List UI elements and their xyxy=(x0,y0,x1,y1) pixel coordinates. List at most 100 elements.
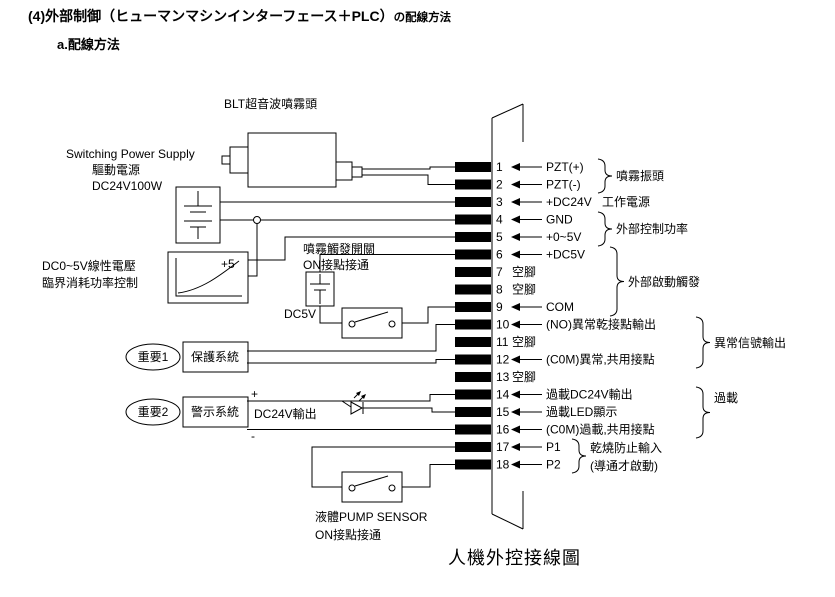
strip-top-diagonal xyxy=(491,103,524,119)
terminal-11 xyxy=(455,337,491,347)
terminal-5 xyxy=(455,232,491,242)
protect-system: 重要1 保護系統 xyxy=(125,341,249,373)
pin-label: +DC24V xyxy=(546,195,592,209)
pin-label: 過載LED顯示 xyxy=(546,405,617,419)
battery-icon xyxy=(184,191,212,239)
pin-label: PZT(-) xyxy=(546,178,581,192)
spray-head: BLT超音波噴霧頭 xyxy=(221,96,363,188)
led-branch-wire xyxy=(341,400,352,408)
pin-arrow-icon xyxy=(511,163,520,171)
led-out-wire xyxy=(363,407,455,413)
terminal-10 xyxy=(455,319,491,330)
dc05-plus5-label: +5 xyxy=(221,257,235,271)
spray-head-nub xyxy=(221,155,231,165)
pin-label: +DC5V xyxy=(546,248,585,262)
pin-arrow-icon xyxy=(511,460,520,469)
led-icon xyxy=(350,391,366,415)
pin-number: 2 xyxy=(496,178,503,192)
alarm-label: 警示系統 xyxy=(191,404,239,419)
protect-wire-bottom xyxy=(247,359,455,364)
gnd-branch-wire xyxy=(248,223,258,277)
terminal-7 xyxy=(455,267,491,277)
pin-label: (C0M)異常,共用接點 xyxy=(546,352,655,367)
brace-pzt xyxy=(597,158,613,194)
trigger-label-2: ON接點接通 xyxy=(303,257,369,272)
dc05-label-2: 臨界消耗功率控制 xyxy=(42,275,138,290)
terminal-4 xyxy=(455,214,491,225)
pin-label-empty: 空腳 xyxy=(512,370,536,384)
terminal-1 xyxy=(455,162,491,172)
diagram-caption: 人機外控接線圖 xyxy=(448,548,581,568)
terminal-2 xyxy=(455,179,491,190)
pump-label-2: ON接點接通 xyxy=(315,527,381,542)
group-label-start-trigger: 外部啟動觸發 xyxy=(628,274,700,289)
title-main-text: (4)外部制御（ヒューマンマシンインターフェース＋PLC） xyxy=(28,8,394,24)
pin-number: 14 xyxy=(496,388,510,402)
terminal-18 xyxy=(455,459,491,470)
pin-label: +0~5V xyxy=(546,230,581,244)
pin-label: COM xyxy=(546,300,574,314)
pin-label-empty: 空腳 xyxy=(512,335,536,349)
pin-label: P1 xyxy=(546,440,561,454)
terminal-13 xyxy=(455,372,491,382)
strip-bottom-diagonal xyxy=(491,513,524,530)
important1-label: 重要1 xyxy=(138,350,169,364)
pin-arrow-icon xyxy=(511,355,520,364)
pin-arrow-icon xyxy=(511,390,520,399)
trigger-battery-label: DC5V xyxy=(284,307,316,321)
terminal-3 xyxy=(455,197,491,207)
terminal-16 xyxy=(455,424,491,435)
pin-labels: PZT(+) PZT(-) +DC24V 工作電源 GND +0~5V +DC5… xyxy=(511,160,656,472)
pin-arrow-icon xyxy=(511,425,520,434)
pin-label: (NO)異常乾接點輸出 xyxy=(546,317,656,332)
trigger-label-1: 噴霧觸發開關 xyxy=(303,241,375,256)
pin-label: 過載DC24V輸出 xyxy=(546,387,633,402)
pin-number: 18 xyxy=(496,458,510,472)
psu-label-1: Switching Power Supply xyxy=(66,147,195,161)
dc05-axis xyxy=(175,258,242,297)
dc05-curve xyxy=(177,260,240,294)
pin-number: 8 xyxy=(496,283,503,297)
wires xyxy=(220,166,455,488)
pin-arrow-icon xyxy=(511,250,520,259)
pin-number: 15 xyxy=(496,405,510,419)
trigger-switch: 噴霧觸發開關 ON接點接通 DC5V xyxy=(284,241,403,339)
pin-label-empty: 空腳 xyxy=(512,265,536,279)
pin-number: 6 xyxy=(496,248,503,262)
pump-switch-box xyxy=(341,471,403,503)
alarm-box xyxy=(182,396,249,428)
power-supply: Switching Power Supply 驅動電源 DC24V100W xyxy=(66,147,221,244)
pin-number: 1 xyxy=(496,160,503,174)
pin-number: 12 xyxy=(496,353,510,367)
pin-number: 9 xyxy=(496,300,503,314)
pump-wire-right xyxy=(402,464,455,488)
brace-control-power xyxy=(597,211,613,247)
pin-label-empty: 空腳 xyxy=(512,283,536,297)
group-braces: 噴霧振頭 外部控制功率 外部啟動觸發 異常信號輸出 過載 乾燒防止輸入 (導通才… xyxy=(571,158,786,474)
group-label-control-power: 外部控制功率 xyxy=(616,221,688,236)
pin-label: (C0M)過載,共用接點 xyxy=(546,422,655,437)
group-label-spray: 噴霧振頭 xyxy=(616,169,664,183)
dc05-out-wire xyxy=(248,236,455,261)
brace-dryburn xyxy=(571,438,587,474)
brace-start-trigger xyxy=(609,246,625,317)
pin-number: 17 xyxy=(496,440,510,454)
group-label-dryburn-note: (導通才啟動) xyxy=(590,458,658,473)
pump-label-1: 液體PUMP SENSOR xyxy=(315,509,428,524)
battery-icon xyxy=(310,274,330,304)
alarm-plus-sign: + xyxy=(251,387,258,401)
pin-arrow-icon xyxy=(511,215,520,224)
alarm-minus-sign: - xyxy=(251,429,255,443)
alarm-system: 重要2 警示系統 + DC24V輸出 - xyxy=(125,387,366,443)
dc05-label-1: DC0~5V線性電壓 xyxy=(42,258,136,273)
pin-arrow-icon xyxy=(511,198,520,206)
junction-node xyxy=(253,216,261,224)
pin-number: 11 xyxy=(496,335,509,349)
pump-sensor: 液體PUMP SENSOR ON接點接通 xyxy=(315,471,428,542)
pin-number: 3 xyxy=(496,195,503,209)
spray-head-label: BLT超音波噴霧頭 xyxy=(224,96,317,111)
brace-abnormal xyxy=(695,316,711,369)
pump-wire-left xyxy=(311,446,455,488)
